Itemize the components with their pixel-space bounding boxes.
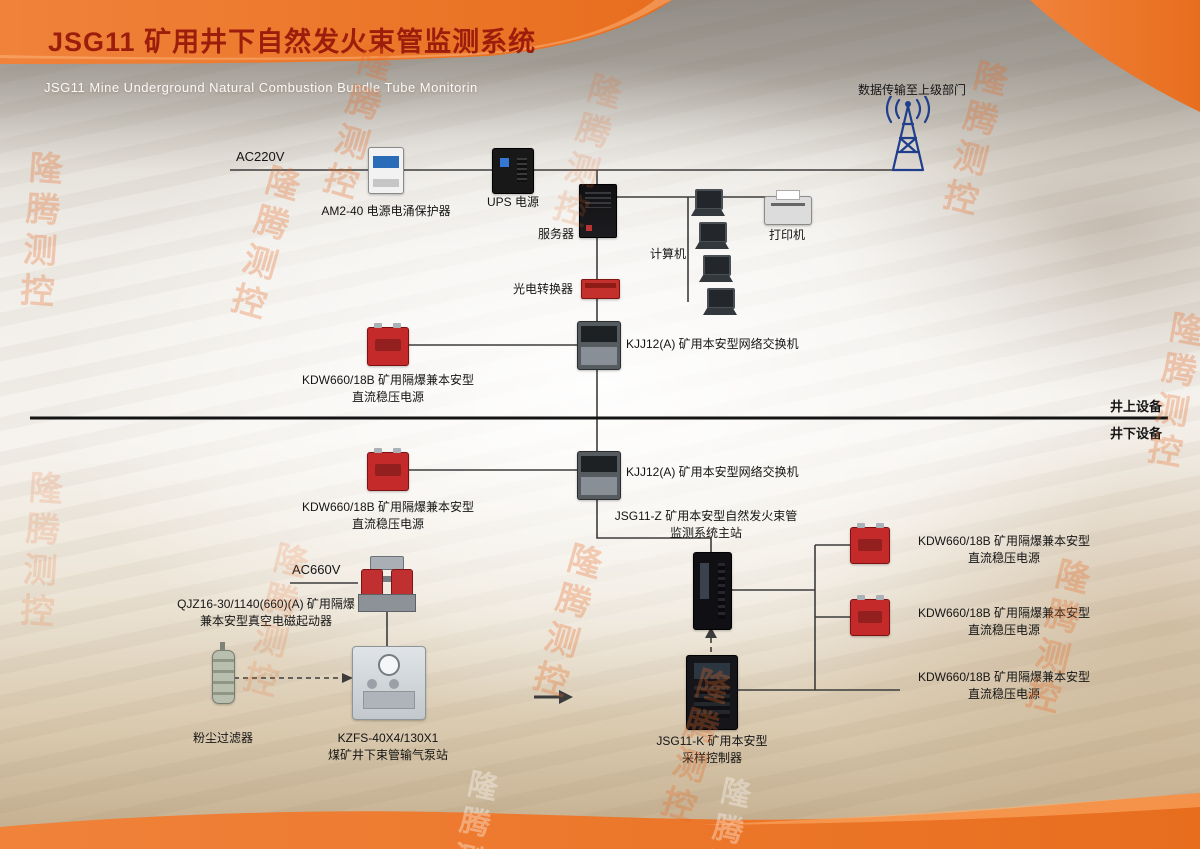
sampler-controller-device [686, 655, 738, 730]
starter-base [358, 594, 416, 612]
starter-pipe [378, 576, 396, 582]
pump-gauge [378, 654, 400, 676]
laptop-screen [699, 222, 727, 243]
starter-device [358, 554, 416, 612]
server-device [579, 184, 617, 238]
watermark: 隆腾测控 [13, 468, 63, 636]
label-switch-surface: KJJ12(A) 矿用本安型网络交换机 [626, 337, 799, 351]
label-kdw-line2: 直流稳压电源 [351, 390, 425, 404]
label-kdw-right-2: KDW660/18B 矿用隔爆兼本安型 直流稳压电源 [918, 605, 1090, 639]
starter-coil [361, 569, 383, 597]
kdw-power-device [850, 595, 890, 636]
label-ups: UPS 电源 [486, 195, 540, 209]
label-kdw-line1: KDW660/18B 矿用隔爆兼本安型 [917, 534, 1091, 548]
label-underground-equipment: 井下设备 [1109, 426, 1162, 441]
laptop-keyboard [703, 308, 737, 315]
label-surface-equipment: 井上设备 [1109, 399, 1162, 414]
starter-coil [391, 569, 413, 597]
surge-protector-device [368, 147, 404, 194]
laptop-keyboard [695, 242, 729, 249]
label-main-station-line2: 监测系统主站 [669, 526, 742, 540]
printer-device [764, 190, 812, 225]
pump-station-device [352, 646, 426, 720]
label-kdw-line1: KDW660/18B 矿用隔爆兼本安型 [917, 670, 1091, 684]
laptop-icon [695, 222, 729, 249]
label-kdw-line2: 直流稳压电源 [351, 517, 425, 531]
network-switch-surface-device [577, 321, 621, 370]
label-kdw-line1: KDW660/18B 矿用隔爆兼本安型 [301, 373, 475, 387]
watermark: 隆腾测控 [523, 537, 605, 706]
page-title: JSG11 矿用井下自然发火束管监测系统 [48, 27, 537, 57]
label-kdw-underground: KDW660/18B 矿用隔爆兼本安型 直流稳压电源 [302, 499, 474, 533]
laptop-icon [691, 189, 725, 216]
label-kdw-line2: 直流稳压电源 [967, 623, 1041, 637]
label-sampler: JSG11-K 矿用本安型 采样控制器 [656, 733, 767, 767]
laptop-screen [695, 189, 723, 210]
label-main-station-line1: JSG11-Z 矿用本安型自然发火束管 [614, 509, 798, 523]
watermark: 隆腾测控 [1139, 307, 1200, 476]
laptop-keyboard [691, 209, 725, 216]
kdw-power-device [367, 323, 409, 366]
label-server: 服务器 [537, 227, 575, 241]
watermark: 隆腾测控 [13, 148, 63, 316]
pump-panel [363, 691, 415, 709]
label-kdw-line1: KDW660/18B 矿用隔爆兼本安型 [917, 606, 1091, 620]
starter-top-rail [370, 556, 404, 570]
label-pump-line2: 煤矿井下束管输气泵站 [327, 748, 449, 762]
kdw-power-device [850, 523, 890, 564]
network-switch-underground-device [577, 451, 621, 500]
label-computer: 计算机 [649, 247, 687, 261]
label-kdw-surface: KDW660/18B 矿用隔爆兼本安型 直流稳压电源 [302, 372, 474, 406]
label-optical-converter: 光电转换器 [512, 282, 574, 296]
label-printer: 打印机 [768, 228, 806, 242]
label-starter-line2: 兼本安型真空电磁起动器 [199, 614, 332, 628]
dust-filter-device [212, 642, 235, 704]
flow-arrow-icon [559, 690, 573, 704]
main-station-device [693, 552, 732, 630]
ups-device [492, 148, 534, 194]
label-pump-line1: KZFS-40X4/130X1 [337, 731, 439, 745]
watermark: 隆腾测控 [221, 159, 303, 328]
label-dust-filter: 粉尘过滤器 [192, 731, 254, 745]
label-surge-protector: AM2-40 电源电涌保护器 [321, 204, 451, 218]
label-ac220v: AC220V [236, 149, 285, 164]
header-corner-wedge [1030, 0, 1200, 112]
label-kdw-line2: 直流稳压电源 [967, 687, 1041, 701]
optical-converter-device [581, 279, 620, 299]
label-starter-line1: QJZ16-30/1140(660)(A) 矿用隔爆 [177, 597, 355, 611]
label-main-station: JSG11-Z 矿用本安型自然发火束管 监测系统主站 [615, 508, 797, 542]
header-band [0, 0, 672, 64]
label-pump-station: KZFS-40X4/130X1 煤矿井下束管输气泵站 [328, 730, 448, 764]
label-kdw-right-3: KDW660/18B 矿用隔爆兼本安型 直流稳压电源 [918, 669, 1090, 703]
kdw-power-device [367, 448, 409, 491]
antenna-icon [885, 96, 931, 172]
laptop-icon [699, 255, 733, 282]
label-sampler-line2: 采样控制器 [681, 751, 743, 765]
laptop-icon [703, 288, 737, 315]
footer-band [0, 793, 1200, 849]
label-uplink: 数据传输至上级部门 [857, 83, 967, 97]
page-subtitle: JSG11 Mine Underground Natural Combustio… [44, 80, 478, 95]
label-starter: QJZ16-30/1140(660)(A) 矿用隔爆 兼本安型真空电磁起动器 [177, 596, 355, 630]
label-ac660v: AC660V [292, 562, 341, 577]
laptop-screen [707, 288, 735, 309]
laptop-keyboard [699, 275, 733, 282]
label-kdw-right-1: KDW660/18B 矿用隔爆兼本安型 直流稳压电源 [918, 533, 1090, 567]
label-kdw-line1: KDW660/18B 矿用隔爆兼本安型 [301, 500, 475, 514]
laptop-screen [703, 255, 731, 276]
label-kdw-line2: 直流稳压电源 [967, 551, 1041, 565]
label-switch-underground: KJJ12(A) 矿用本安型网络交换机 [626, 465, 799, 479]
label-sampler-line1: JSG11-K 矿用本安型 [656, 734, 768, 748]
